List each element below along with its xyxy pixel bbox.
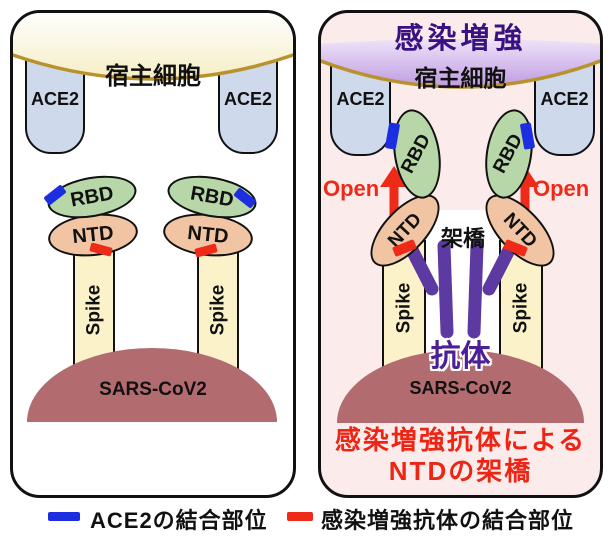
caption-line2: NTDの架橋	[388, 456, 533, 486]
antibody-arm	[405, 243, 439, 296]
legend-antibody-site-label: 感染増強抗体の結合部位	[321, 508, 575, 533]
ace2-label: ACE2	[223, 89, 272, 109]
ace2-label: ACE2	[30, 89, 79, 109]
rbd-label: RBD	[397, 130, 436, 177]
ace2-label: ACE2	[540, 89, 589, 109]
rbd-label: RBD	[188, 181, 236, 212]
virus-label: SARS-CoV2	[99, 379, 207, 400]
legend-red-swatch	[287, 512, 313, 521]
caption: 感染増強抗体による NTDの架橋	[321, 425, 600, 487]
open-label: Open	[323, 176, 380, 201]
antibody-label: 抗体	[430, 340, 491, 373]
legend-blue-swatch	[48, 512, 80, 521]
antibody-arm	[482, 243, 516, 296]
legend-ace2-site-label: ACE2の結合部位	[90, 508, 268, 533]
normal-infection-panel: ACE2 ACE2 宿主細胞 Spike Spike NTD NTD	[10, 10, 296, 498]
host-cell-label: 宿主細胞	[105, 63, 201, 90]
spike-label: Spike	[207, 284, 229, 336]
bridging-antibody-icon	[405, 239, 516, 339]
enhanced-infection-panel: ACE2 ACE2 感染増強 宿主細胞 Spike Spike	[318, 10, 603, 498]
ace2-label: ACE2	[336, 89, 385, 109]
bridge-label: 架橋	[440, 226, 485, 251]
panel-title: 感染増強	[394, 23, 527, 55]
antibody-stem	[437, 239, 454, 339]
host-cell-label: 宿主細胞	[414, 65, 507, 91]
open-label: Open	[533, 176, 590, 201]
caption-line1: 感染増強抗体による	[334, 425, 587, 455]
spike-label: Spike	[83, 284, 105, 336]
antibody-stem	[467, 239, 484, 339]
rbd-label: RBD	[68, 181, 116, 212]
virus-label: SARS-CoV2	[409, 378, 512, 398]
